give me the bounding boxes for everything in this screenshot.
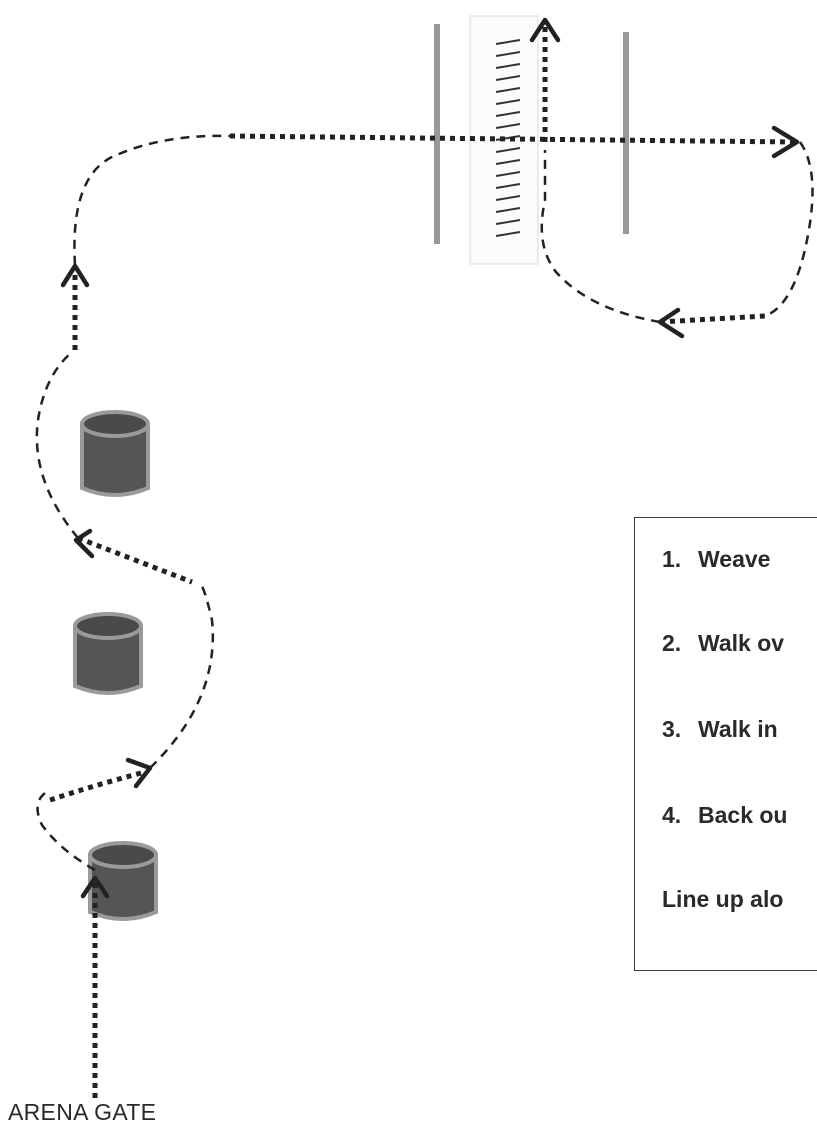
step-text: Back ou (698, 802, 788, 828)
path-dotted (49, 22, 796, 1098)
step-2: 2. Walk ov (662, 630, 784, 657)
arena-gate-label: ARENA GATE (8, 1099, 157, 1125)
step-text: Weave (698, 546, 771, 572)
step-text: Walk ov (698, 630, 785, 656)
arrowhead-icon (60, 17, 800, 899)
path-dashed (35, 134, 814, 872)
step-3: 3. Walk in (662, 716, 778, 743)
instructions-box: 1. Weave 2. Walk ov 3. Walk in 4. Back ou Li… (634, 517, 817, 971)
footer-text: Line up alo (662, 886, 784, 912)
barrel-icon (73, 612, 143, 695)
step-number: 1. (662, 546, 682, 572)
step-number: 4. (662, 802, 682, 828)
step-4: 4. Back ou (662, 802, 787, 829)
step-number: 2. (662, 630, 682, 656)
step-1: 1. Weave (662, 546, 770, 573)
barrel-icon (80, 410, 150, 497)
barrel-icon (88, 841, 158, 921)
step-number: 3. (662, 716, 682, 742)
step-text: Walk in (698, 716, 778, 742)
